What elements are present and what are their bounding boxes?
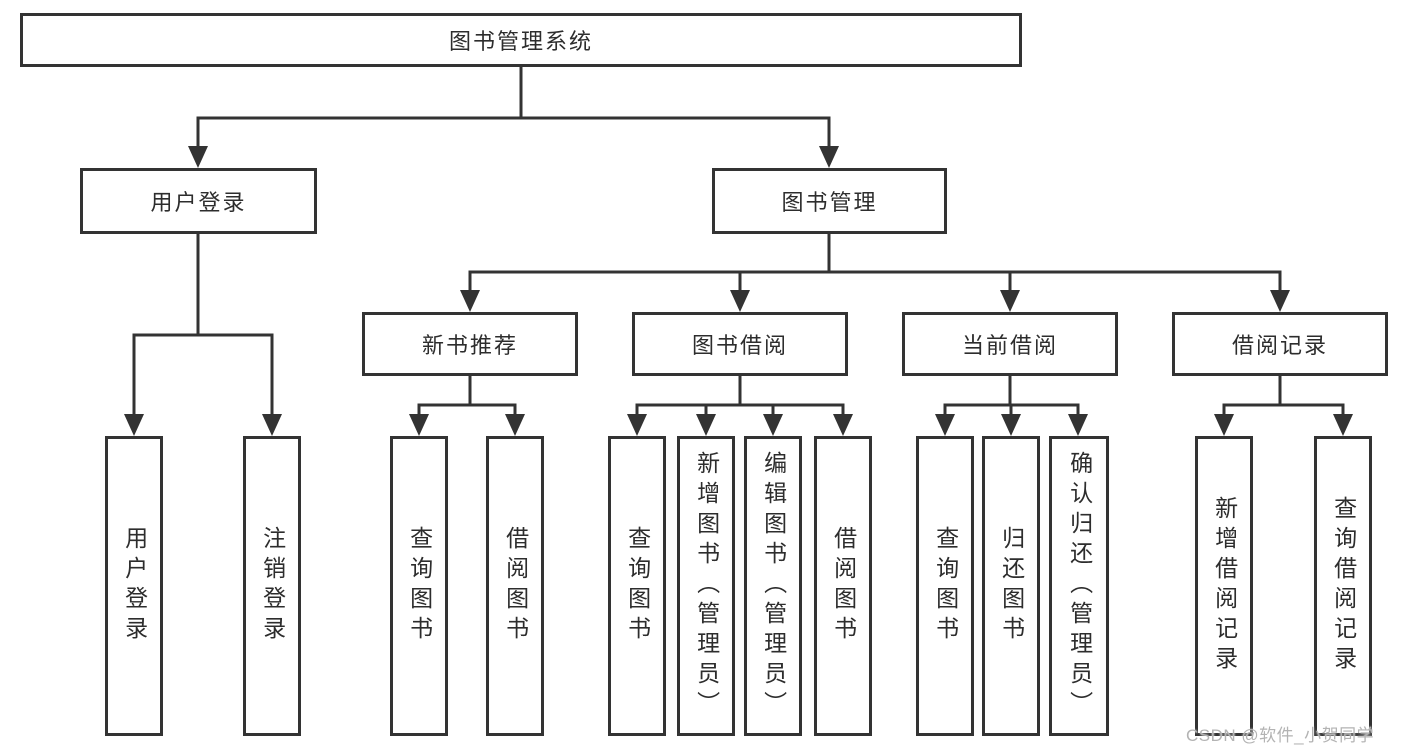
node-borrowing-records: 借阅记录 [1172, 312, 1388, 376]
leaf-return-books: 归还图书 [982, 436, 1040, 736]
leaf-label: 确认归还（管理员） [1066, 451, 1093, 721]
node-label: 图书管理 [781, 190, 878, 215]
leaf-user-login: 用户登录 [105, 436, 163, 736]
leaf-add-borrow-record: 新增借阅记录 [1195, 436, 1253, 736]
leaf-label: 新增图书（管理员） [693, 451, 720, 721]
node-user-login: 用户登录 [80, 168, 317, 234]
node-current-borrowing: 当前借阅 [902, 312, 1118, 376]
leaf-edit-books-admin: 编辑图书（管理员） [744, 436, 802, 736]
leaf-label: 注销登录 [259, 526, 286, 646]
leaf-confirm-return-admin: 确认归还（管理员） [1049, 436, 1109, 736]
leaf-label: 编辑图书（管理员） [760, 451, 787, 721]
leaf-label: 借阅图书 [830, 526, 857, 646]
node-book-management: 图书管理 [712, 168, 947, 234]
leaf-query-books-current: 查询图书 [916, 436, 974, 736]
leaf-label: 查询借阅记录 [1330, 496, 1357, 676]
leaf-query-books-borrowing: 查询图书 [608, 436, 666, 736]
node-label: 图书借阅 [691, 333, 788, 358]
node-label: 借阅记录 [1231, 333, 1328, 358]
leaf-label: 用户登录 [121, 526, 148, 646]
leaf-label: 查询图书 [932, 526, 959, 646]
leaf-borrow-books-borrowing: 借阅图书 [814, 436, 872, 736]
leaf-logout: 注销登录 [243, 436, 301, 736]
node-label: 新书推荐 [421, 333, 518, 358]
node-book-borrowing: 图书借阅 [632, 312, 848, 376]
leaf-borrow-books-recommend: 借阅图书 [486, 436, 544, 736]
leaf-label: 查询图书 [406, 526, 433, 646]
node-library-management-system: 图书管理系统 [20, 13, 1022, 67]
leaf-query-books-recommend: 查询图书 [390, 436, 448, 736]
node-label: 当前借阅 [961, 333, 1058, 358]
leaf-label: 新增借阅记录 [1211, 496, 1238, 676]
leaf-label: 查询图书 [624, 526, 651, 646]
leaf-label: 归还图书 [998, 526, 1025, 646]
csdn-watermark: CSDN @软件_小贺同学 [1186, 726, 1375, 745]
leaf-add-books-admin: 新增图书（管理员） [677, 436, 735, 736]
leaf-query-borrow-record: 查询借阅记录 [1314, 436, 1372, 736]
node-new-book-recommendation: 新书推荐 [362, 312, 578, 376]
node-label: 图书管理系统 [448, 29, 593, 54]
node-label: 用户登录 [150, 190, 247, 215]
leaf-label: 借阅图书 [502, 526, 529, 646]
